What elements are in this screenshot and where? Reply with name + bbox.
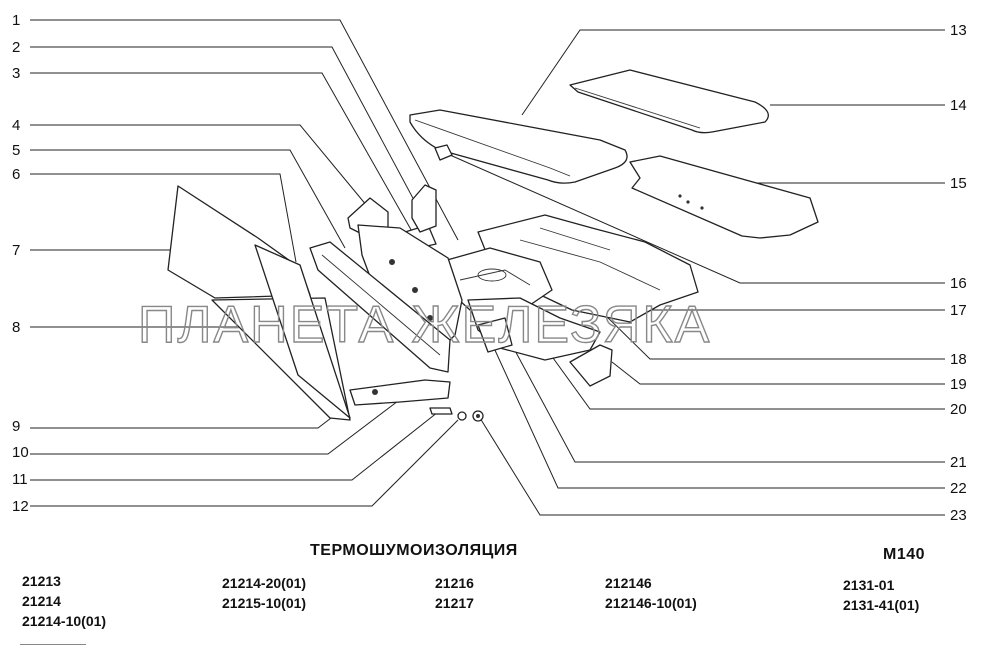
leader-line-10 (30, 397, 403, 455)
part-13-rear-panel-insulation (409, 109, 628, 184)
model-code: 21216 (435, 575, 474, 591)
callout-12: 12 (12, 498, 29, 515)
callout-15: 15 (950, 175, 967, 192)
part-10-floor-plate (349, 379, 451, 406)
exploded-parts (167, 69, 819, 422)
model-code: 21214 (22, 593, 61, 609)
part-11-bolt (429, 407, 453, 415)
model-code: 21217 (435, 595, 474, 611)
leader-line-21 (511, 344, 945, 463)
callout-3: 3 (12, 65, 20, 82)
leader-line-6 (30, 173, 297, 263)
part-8b-frame-panel (254, 244, 351, 419)
leader-line-13 (521, 29, 945, 116)
leader-line-1 (30, 19, 459, 241)
callout-1: 1 (12, 12, 20, 29)
part-16-small-block (434, 144, 453, 161)
callout-13: 13 (950, 22, 967, 39)
diagram-code: М140 (883, 546, 926, 563)
leader-line-19 (611, 361, 945, 385)
leader-line-4 (30, 124, 373, 213)
leader-line-9 (30, 414, 336, 429)
callout-10: 10 (12, 444, 29, 461)
callout-20: 20 (950, 401, 967, 418)
callout-16: 16 (950, 275, 967, 292)
callout-7: 7 (12, 242, 20, 259)
leader-line-20 (539, 339, 945, 410)
watermark-text: ПЛАНЕТА ЖЕЛЕЗЯКА (138, 296, 711, 354)
model-code: 2131-01 (843, 577, 895, 593)
diagram-title: ТЕРМОШУМОИЗОЛЯЦИЯ (310, 542, 518, 559)
model-code: 2131-41(01) (843, 597, 920, 613)
leader-line-16 (449, 154, 945, 284)
callout-23: 23 (950, 507, 967, 524)
callout-2: 2 (12, 39, 20, 56)
leader-line-18 (599, 309, 945, 360)
leader-line-5 (30, 149, 346, 249)
callout-labels: 1 2 3 4 5 6 7 8 9 10 11 12 13 14 15 16 1… (12, 12, 967, 524)
part-19-corner-pad (569, 344, 613, 387)
callout-22: 22 (950, 480, 967, 497)
leader-line-12 (30, 419, 459, 507)
model-code: 21214-20(01) (222, 575, 307, 591)
model-code: 212146-10(01) (605, 595, 697, 611)
part-12-washer (457, 411, 467, 421)
part-15-rear-floor-mat (629, 155, 819, 239)
callout-19: 19 (950, 376, 967, 393)
part-2-upper-bracket (411, 184, 437, 233)
callout-4: 4 (12, 117, 20, 134)
callout-14: 14 (950, 97, 967, 114)
leader-line-22 (493, 347, 945, 489)
callout-6: 6 (12, 166, 20, 183)
callout-11: 11 (12, 471, 28, 488)
footer-rule (20, 644, 86, 645)
leader-line-3 (30, 72, 419, 243)
callout-9: 9 (12, 418, 20, 435)
callout-8: 8 (12, 319, 20, 336)
callout-17: 17 (950, 302, 967, 319)
callout-21: 21 (950, 454, 967, 471)
callout-18: 18 (950, 351, 967, 368)
model-code: 212146 (605, 575, 652, 591)
callout-5: 5 (12, 142, 20, 159)
leader-line-2 (30, 46, 431, 231)
part-21-floor-panel-piece (477, 317, 513, 353)
leader-line-11 (30, 411, 439, 481)
leader-line-23 (479, 417, 945, 516)
part-14-upper-pad (569, 69, 769, 134)
model-code: 21214-10(01) (22, 613, 107, 629)
model-code: 21213 (22, 573, 61, 589)
model-code: 21215-10(01) (222, 595, 307, 611)
